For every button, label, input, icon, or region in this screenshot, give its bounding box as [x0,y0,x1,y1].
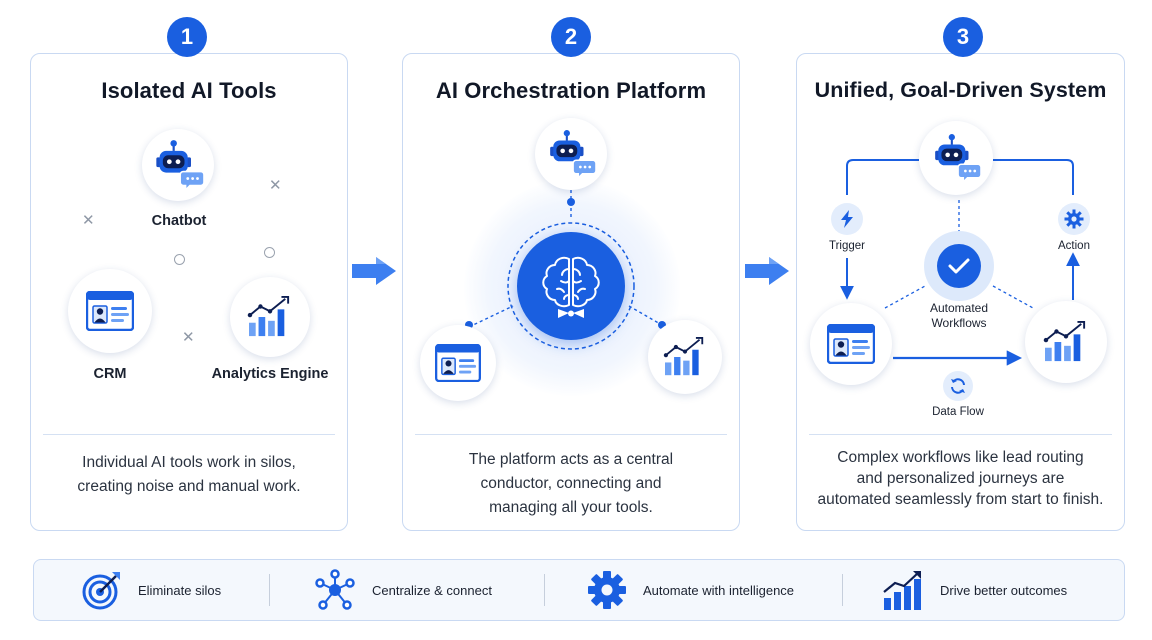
benefit-centralize: Centralize & connect [314,560,492,620]
platform-crm-node [420,325,496,401]
crm-card-icon [827,324,875,364]
description-line: and personalized journeys are [856,470,1065,487]
checkmark-icon [948,258,970,274]
action-label: Action [1058,240,1090,252]
gear-icon [588,571,626,609]
footer-separator [269,574,270,606]
system-crm-node [810,303,892,385]
description-line: Complex workflows like lead routing [837,449,1084,466]
crm-label: CRM [93,366,127,382]
system-chatbot-node [919,121,993,195]
automated-label-line: Automated [929,301,989,315]
data-flow-label: Data Flow [932,406,984,418]
panel-3-title: Unified, Goal-Driven System [814,78,1107,102]
platform-chatbot-node [535,118,607,190]
benefit-label: Automate with intelligence [643,582,795,598]
description-line: conductor, connecting and [480,475,662,492]
benefits-footer: Eliminate silos Centralize & connect Aut… [33,559,1125,621]
chatbot-node [142,129,214,201]
analytics-chart-icon [247,296,293,338]
step-1-badge: 1 [167,17,207,57]
panel-unified-system: Unified, Goal-Driven System Trigger Acti… [796,53,1125,531]
target-icon [82,572,120,610]
benefit-outcomes: Drive better outcomes [882,560,1067,620]
crm-card-icon [86,291,134,331]
panel-orchestration-platform: AI Orchestration Platform [402,53,740,531]
footer-separator [842,574,843,606]
analytics-label: Analytics Engine [211,366,329,382]
panel-3-divider [809,434,1112,435]
description-line: managing all your tools. [489,499,653,516]
orchestrator-hub [517,232,625,340]
network-icon [315,569,355,610]
panel-1-title: Isolated AI Tools [101,78,277,103]
robot-icon [546,129,596,179]
description-line: The platform acts as a central [468,451,674,468]
disconnect-ring-icon [174,254,185,265]
panel-1-divider [43,434,335,435]
chatbot-label: Chatbot [151,213,207,229]
analytics-chart-icon [663,337,707,377]
description-line: creating noise and manual work. [77,478,301,495]
crm-card-icon [435,344,481,382]
gear-icon [1064,209,1084,229]
panel-isolated-tools: Isolated AI Tools Chatbot CRM Analytics … [30,53,348,531]
trigger-label: Trigger [829,240,865,252]
panel-2-title: AI Orchestration Platform [435,78,707,103]
benefit-automate: Automate with intelligence [587,560,794,620]
lightning-icon [841,210,853,228]
workflow-connectors [840,159,1080,366]
data-flow-node [943,371,973,401]
description-line: automated seamlessly from start to finis… [817,491,1104,508]
disconnect-x-icon: ✕ [82,212,95,229]
description-line: Individual AI tools work in silos, [82,454,296,471]
panel-1-description: Individual AI tools work in silos, creat… [47,451,331,499]
analytics-node [230,277,310,357]
benefit-label: Drive better outcomes [940,582,1068,598]
trigger-node [831,203,863,235]
analytics-chart-icon [1043,321,1089,363]
automated-label-line: Workflows [931,316,987,330]
panel-2-divider [415,434,727,435]
growth-chart-icon [883,571,921,610]
benefit-label: Eliminate silos [138,582,222,598]
disconnect-x-icon: ✕ [269,177,282,194]
step-2-badge: 2 [551,17,591,57]
refresh-icon [951,378,965,394]
panel-2-description: The platform acts as a central conductor… [419,448,723,520]
disconnect-x-icon: ✕ [182,329,195,346]
benefit-eliminate-silos: Eliminate silos [82,560,221,620]
system-analytics-node [1025,301,1107,383]
footer-separator [544,574,545,606]
robot-icon [152,139,204,191]
benefit-label: Centralize & connect [372,582,492,598]
panel-3-description: Complex workflows like lead routing and … [803,447,1118,510]
robot-icon [931,133,981,183]
crm-node [68,269,152,353]
step-3-badge: 3 [943,17,983,57]
platform-analytics-node [648,320,722,394]
automated-workflows-node [924,231,994,301]
flow-arrow-icon [745,257,789,285]
flow-arrow-icon [352,257,396,285]
automated-workflows-label: Automated Workflows [909,301,1009,331]
action-node [1058,203,1090,235]
disconnect-ring-icon [264,247,275,258]
brain-icon [542,256,600,318]
